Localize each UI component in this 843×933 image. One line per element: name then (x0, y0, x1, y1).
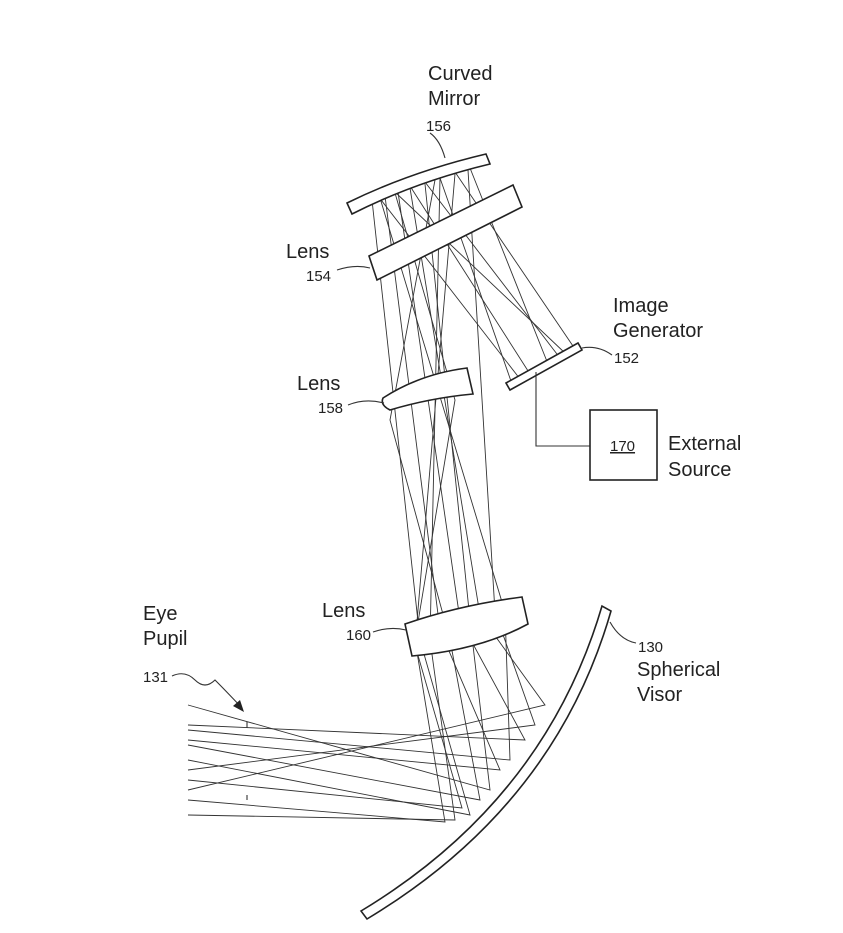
image-generator-label: Generator (613, 320, 703, 342)
light-ray (187, 191, 526, 741)
light-ray (424, 181, 561, 359)
image-generator-ref: 152 (614, 350, 639, 367)
curved-mirror (345, 153, 492, 216)
spherical-visor-label: Visor (637, 684, 683, 706)
light-ray (394, 191, 567, 355)
light-ray (187, 199, 471, 816)
image-generator (504, 341, 584, 392)
image-generator-label: Image (613, 295, 669, 317)
curved-mirror-label: Mirror (428, 88, 481, 110)
leader-130 (609, 621, 637, 644)
spherical-visor (359, 604, 612, 921)
leader-158 (347, 400, 385, 406)
light-ray (187, 169, 536, 771)
lens-154-label: Lens (286, 241, 329, 263)
lens-160 (404, 596, 529, 657)
lens-158-label: Lens (297, 373, 340, 395)
light-ray (377, 195, 521, 380)
spherical-visor-ref: 130 (638, 639, 663, 656)
light-ray (187, 195, 501, 771)
external-source-label: External (668, 433, 741, 455)
light-ray (187, 183, 491, 791)
leader-152 (581, 346, 613, 356)
lens-154 (368, 183, 524, 282)
light-ray (187, 187, 546, 791)
eye-pupil-ref: 131 (143, 669, 168, 686)
light-ray (187, 197, 511, 761)
lens-160-ref: 160 (346, 627, 371, 644)
light-ray (187, 173, 463, 809)
lens-158 (381, 367, 474, 411)
eye-pupil-label: Eye (143, 603, 177, 625)
external-source-box (589, 409, 658, 481)
lens-160-label: Lens (322, 600, 365, 622)
eye-pupil-label: Pupil (143, 628, 187, 650)
connector-line (535, 372, 590, 447)
external-source-ref: 170 (610, 438, 635, 455)
lens-158-ref: 158 (318, 400, 343, 417)
light-ray (187, 179, 481, 801)
curved-mirror-ref: 156 (426, 118, 451, 135)
light-ray (409, 185, 531, 375)
external-source-label: Source (668, 459, 731, 481)
spherical-visor-label: Spherical (637, 659, 720, 681)
arrowhead-icon (233, 700, 244, 712)
leader-156 (429, 132, 446, 159)
leader-160 (372, 627, 407, 633)
curved-mirror-label: Curved (428, 63, 492, 85)
light-ray (454, 171, 576, 350)
arrow-131 (171, 673, 243, 709)
leader-154 (336, 265, 371, 271)
lens-154-ref: 154 (306, 268, 331, 285)
